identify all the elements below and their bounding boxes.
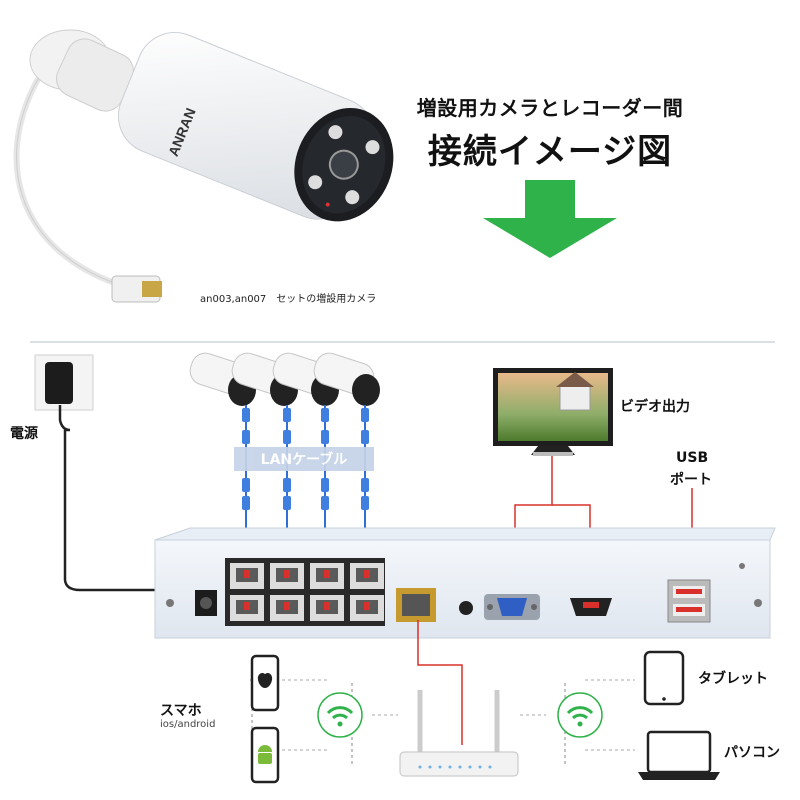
smartphone-label: スマホ [160, 703, 202, 719]
tablet-label: タブレット [698, 671, 768, 687]
laptop-icon [638, 730, 720, 780]
iphone-icon [250, 654, 280, 712]
down-arrow-icon [483, 180, 617, 258]
power-adapter [34, 354, 200, 592]
camera-product-image [13, 29, 394, 303]
video-out-label: ビデオ出力 [620, 399, 690, 415]
wifi-icon [317, 692, 363, 738]
pc-label: パソコン [724, 745, 780, 761]
router [399, 690, 519, 777]
headline-title: 接続イメージ図 [427, 132, 673, 172]
smartphone-os-label: ios/android [160, 719, 216, 730]
wifi-icon [557, 692, 603, 738]
android-phone-icon [250, 726, 280, 784]
tablet-icon [643, 650, 685, 706]
lan-cable-label: LANケーブル [234, 447, 374, 471]
usb-port-label: ポート [670, 472, 712, 488]
power-label: 電源 [10, 426, 38, 442]
monitor [493, 368, 613, 456]
camera-caption: an003,an007 セットの増設用カメラ [200, 294, 377, 305]
router-cable [417, 620, 463, 745]
usb-label: USB [676, 450, 709, 466]
extension-cameras [189, 352, 380, 406]
headline-subtitle: 増設用カメラとレコーダー間 [416, 96, 684, 120]
nvr-recorder [154, 527, 776, 639]
